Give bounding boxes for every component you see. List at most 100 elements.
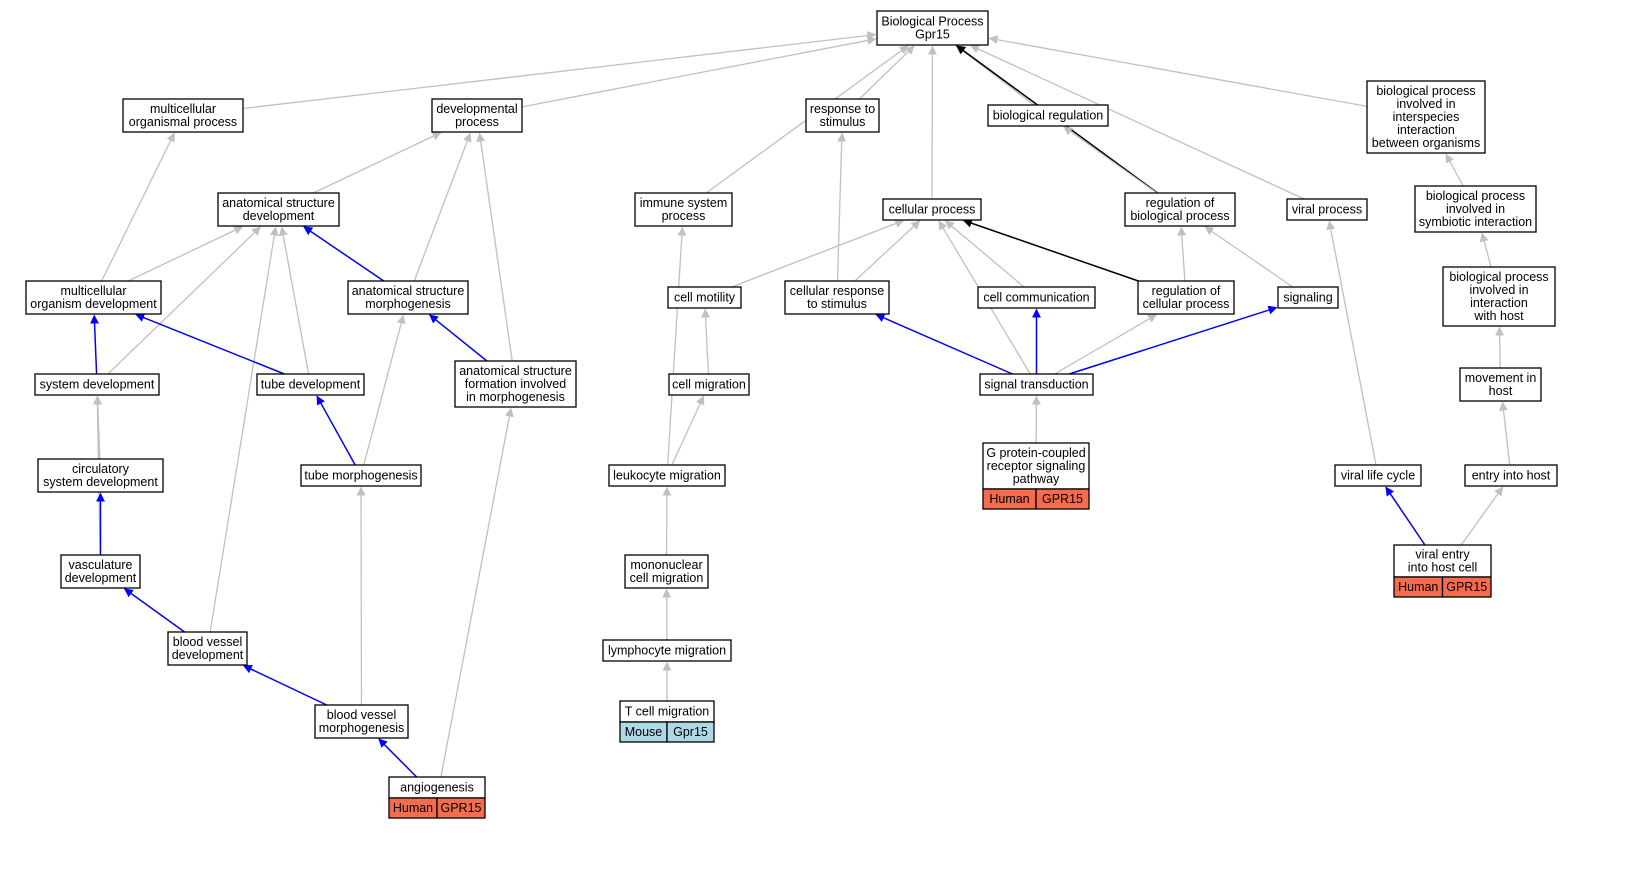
node-label-line: developmental xyxy=(436,102,517,116)
edge-lm-to-isp xyxy=(667,226,687,466)
node-cp[interactable]: cellular process xyxy=(882,198,982,221)
node-sig[interactable]: signaling xyxy=(1277,286,1339,309)
node-st[interactable]: signal transduction xyxy=(979,373,1094,396)
edge-eih-to-mih xyxy=(1499,401,1511,466)
node-box xyxy=(668,373,750,396)
node-label-line: Gpr15 xyxy=(915,28,950,42)
node-label-line: blood vessel xyxy=(173,635,243,649)
node-breg[interactable]: biological regulation xyxy=(987,104,1109,127)
edge-cm-to-cp xyxy=(731,219,905,288)
node-box xyxy=(805,98,880,133)
node-label-line: anatomical structure xyxy=(459,364,572,378)
node-label-line: process xyxy=(662,209,706,223)
node-label-line: cellular process xyxy=(889,203,976,217)
annotation-gene-cell-label: GPR15 xyxy=(1042,492,1083,506)
edge-rbp-to-breg xyxy=(1063,126,1158,194)
node-box xyxy=(1277,286,1339,309)
edge-lm-to-cmig xyxy=(671,395,705,466)
edge-asf-to-asm xyxy=(428,314,488,362)
node-label-line: viral life cycle xyxy=(1341,469,1415,483)
node-cm[interactable]: cell motility xyxy=(667,286,742,309)
node-box xyxy=(876,10,989,46)
annotation-gene-cell xyxy=(436,797,486,819)
node-label-line: in morphogenesis xyxy=(466,390,565,404)
node-layer: Biological ProcessGpr15multicellularorga… xyxy=(25,10,1558,819)
node-label-line: development xyxy=(243,209,315,223)
edge-bvm-to-bvd xyxy=(242,664,328,706)
node-label-line: multicellular xyxy=(61,284,127,298)
node-label-line: morphogenesis xyxy=(365,297,450,311)
edge-bphost-to-bpsym xyxy=(1479,232,1492,268)
edge-cmig-to-cm xyxy=(701,308,711,375)
node-label-line: cell migration xyxy=(630,571,704,585)
node-box xyxy=(602,639,732,662)
node-label-line: response to xyxy=(810,102,875,116)
node-box xyxy=(60,554,141,589)
node-label-line: multicellular xyxy=(150,102,216,116)
node-box xyxy=(217,192,340,227)
node-label-line: interspecies xyxy=(1393,110,1460,124)
node-label-line: anatomical structure xyxy=(352,284,465,298)
node-vp[interactable]: viral process xyxy=(1286,198,1368,221)
annotation-species-cell-label: Human xyxy=(1398,580,1438,594)
node-label-line: biological process xyxy=(1130,209,1229,223)
node-label-line: symbiotic interaction xyxy=(1419,215,1532,229)
node-lym[interactable]: lymphocyte migration xyxy=(602,639,732,662)
node-lm[interactable]: leukocyte migration xyxy=(608,464,726,487)
node-box xyxy=(784,280,890,315)
node-td[interactable]: tube development xyxy=(256,373,365,396)
node-label-line: organism development xyxy=(30,297,157,311)
node-vlc[interactable]: viral life cycle xyxy=(1334,464,1422,487)
node-box xyxy=(25,280,162,315)
node-box xyxy=(314,704,409,739)
node-label-line: pathway xyxy=(1013,472,1060,486)
node-label-line: regulation of xyxy=(1152,284,1221,298)
edge-rcp-to-rbp xyxy=(1177,226,1187,282)
node-box xyxy=(667,286,742,309)
node-label-line: to stimulus xyxy=(807,297,867,311)
node-label-line: signaling xyxy=(1283,291,1332,305)
node-label-line: cell communication xyxy=(983,291,1089,305)
annotation-gene-cell-label: Gpr15 xyxy=(673,725,708,739)
node-label-line: process xyxy=(455,115,499,129)
edge-ang-to-asf xyxy=(440,407,514,778)
node-sd[interactable]: system development xyxy=(34,373,160,396)
annotation-species-cell-label: Mouse xyxy=(625,725,663,739)
node-box xyxy=(1137,280,1235,315)
node-label-line: biological regulation xyxy=(993,109,1104,123)
node-label-line: T cell migration xyxy=(625,705,710,719)
node-cc[interactable]: cell communication xyxy=(977,286,1096,309)
node-label-line: immune system xyxy=(640,196,728,210)
node-label-line: regulation of xyxy=(1146,196,1215,210)
node-cmig[interactable]: cell migration xyxy=(668,373,750,396)
node-label-line: movement in xyxy=(1465,371,1537,385)
node-label-line: circulatory xyxy=(72,462,130,476)
node-tm[interactable]: tube morphogenesis xyxy=(300,464,422,487)
node-eih[interactable]: entry into host xyxy=(1464,464,1558,487)
